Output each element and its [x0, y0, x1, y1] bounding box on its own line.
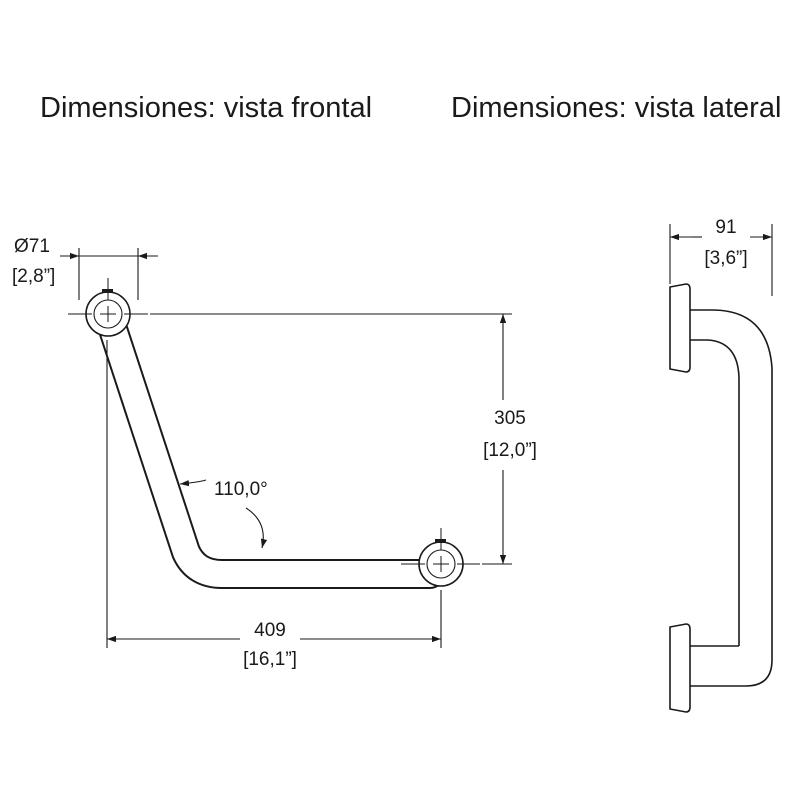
- angle-label: 110,0°: [214, 479, 268, 500]
- width-dimension: 409 [16,1”]: [106, 340, 442, 670]
- height-dimension: 305 [12,0”]: [150, 313, 537, 565]
- side-bottom-flange: [669, 623, 691, 713]
- flange-diameter-inch-label: [2,8”]: [12, 266, 55, 287]
- width-inch-label: [16,1”]: [243, 649, 297, 670]
- depth-dimension: 91 [3,6”]: [669, 217, 773, 296]
- height-label: 305: [494, 408, 526, 429]
- front-view-title: Dimensiones: vista frontal: [40, 92, 372, 124]
- height-inch-label: [12,0”]: [483, 440, 537, 461]
- side-bar-profile: [690, 309, 773, 687]
- width-label: 409: [254, 620, 286, 641]
- front-view: Ø71 [2,8”] 305 [12,0”] 110,0° 409: [12, 236, 537, 670]
- depth-inch-label: [3,6”]: [704, 248, 747, 269]
- flange-diameter-label: Ø71: [14, 236, 50, 257]
- flange-diameter-dimension: Ø71 [2,8”]: [12, 236, 158, 300]
- side-view: 91 [3,6”]: [669, 217, 773, 713]
- side-top-flange: [669, 283, 691, 373]
- grab-bar-tube-fill: [95, 301, 443, 587]
- depth-label: 91: [715, 217, 736, 238]
- angle-dimension: 110,0°: [179, 479, 268, 549]
- center-lines: [68, 278, 480, 572]
- side-view-title: Dimensiones: vista lateral: [451, 92, 781, 124]
